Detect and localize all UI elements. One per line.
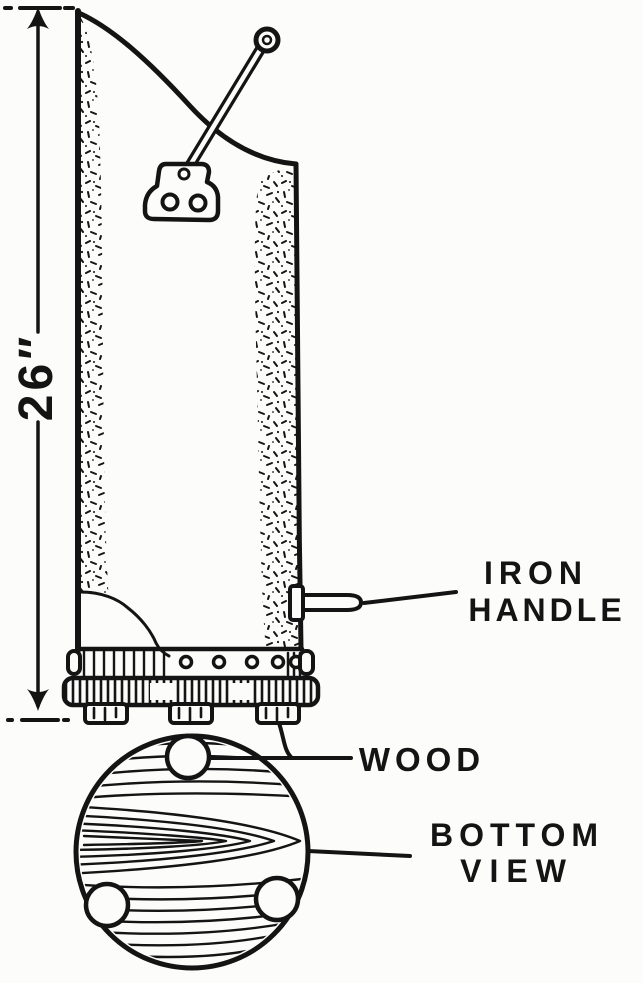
- callout-wood: WOOD: [207, 721, 485, 778]
- bracket-hole-left: [160, 192, 180, 212]
- agitator-rod: [180, 26, 281, 178]
- body-right-edge: [293, 161, 304, 651]
- band-rivets: [178, 654, 304, 670]
- wood-label: WOOD: [359, 741, 485, 778]
- metal-band: [66, 649, 315, 677]
- disc-hole-right: [253, 875, 301, 923]
- callout-iron-handle: IRON HANDLE: [362, 555, 625, 628]
- highlight-patch: [80, 592, 169, 656]
- leader-iron-handle: [362, 590, 458, 605]
- foot-hatching: [92, 706, 118, 722]
- base-flange: [61, 675, 321, 708]
- disc-hole-top: [164, 733, 212, 781]
- vessel-body: [75, 8, 305, 658]
- stipple-texture-right: [254, 168, 299, 650]
- body-top-curve: [76, 10, 299, 167]
- band-lug-right: [298, 649, 315, 676]
- iron-handle-label-line1: IRON: [484, 555, 588, 591]
- bottom-view-label-line2: VIEW: [460, 853, 574, 889]
- leader-wood: [207, 721, 353, 760]
- flange-hatching: [64, 678, 318, 705]
- bottom-view-label-line1: BOTTOM: [430, 817, 604, 853]
- rod-core: [184, 43, 265, 174]
- arrowhead-up: [27, 7, 49, 29]
- flange-foot-left: [83, 702, 129, 725]
- flange-hatch-gap: [232, 683, 252, 700]
- flange-hatch-gap: [150, 683, 174, 700]
- flange-foot-middle: [168, 702, 214, 725]
- handle-grip: [301, 593, 363, 612]
- rod-pivot-hole: [177, 167, 191, 181]
- dimension-26in: 26″: [3, 6, 75, 722]
- dimension-label: 26″: [10, 333, 63, 421]
- flange-feet: [83, 702, 301, 725]
- foot-hatching: [264, 706, 290, 722]
- band-rivet: [270, 654, 286, 670]
- stipple-texture-left: [80, 16, 113, 650]
- band-rivet: [178, 654, 194, 670]
- iron-handle: [288, 584, 363, 622]
- band-hatching: [78, 651, 172, 677]
- band-rivet: [244, 654, 260, 670]
- rod-ring-hole: [261, 34, 273, 46]
- band-lug-left: [66, 649, 82, 676]
- bracket-hole-right: [188, 193, 208, 213]
- callout-bottom-view: BOTTOM VIEW: [306, 817, 604, 889]
- rod-bracket: [142, 161, 221, 223]
- flange-foot-right: [255, 702, 301, 725]
- band-rivet: [211, 654, 227, 670]
- arrowhead-down: [27, 689, 49, 711]
- iron-handle-label-line2: HANDLE: [468, 592, 625, 628]
- bottom-view: [73, 733, 311, 971]
- leader-bottom-view: [306, 849, 412, 858]
- disc-hole-left: [83, 881, 131, 929]
- foot-hatching: [177, 706, 203, 722]
